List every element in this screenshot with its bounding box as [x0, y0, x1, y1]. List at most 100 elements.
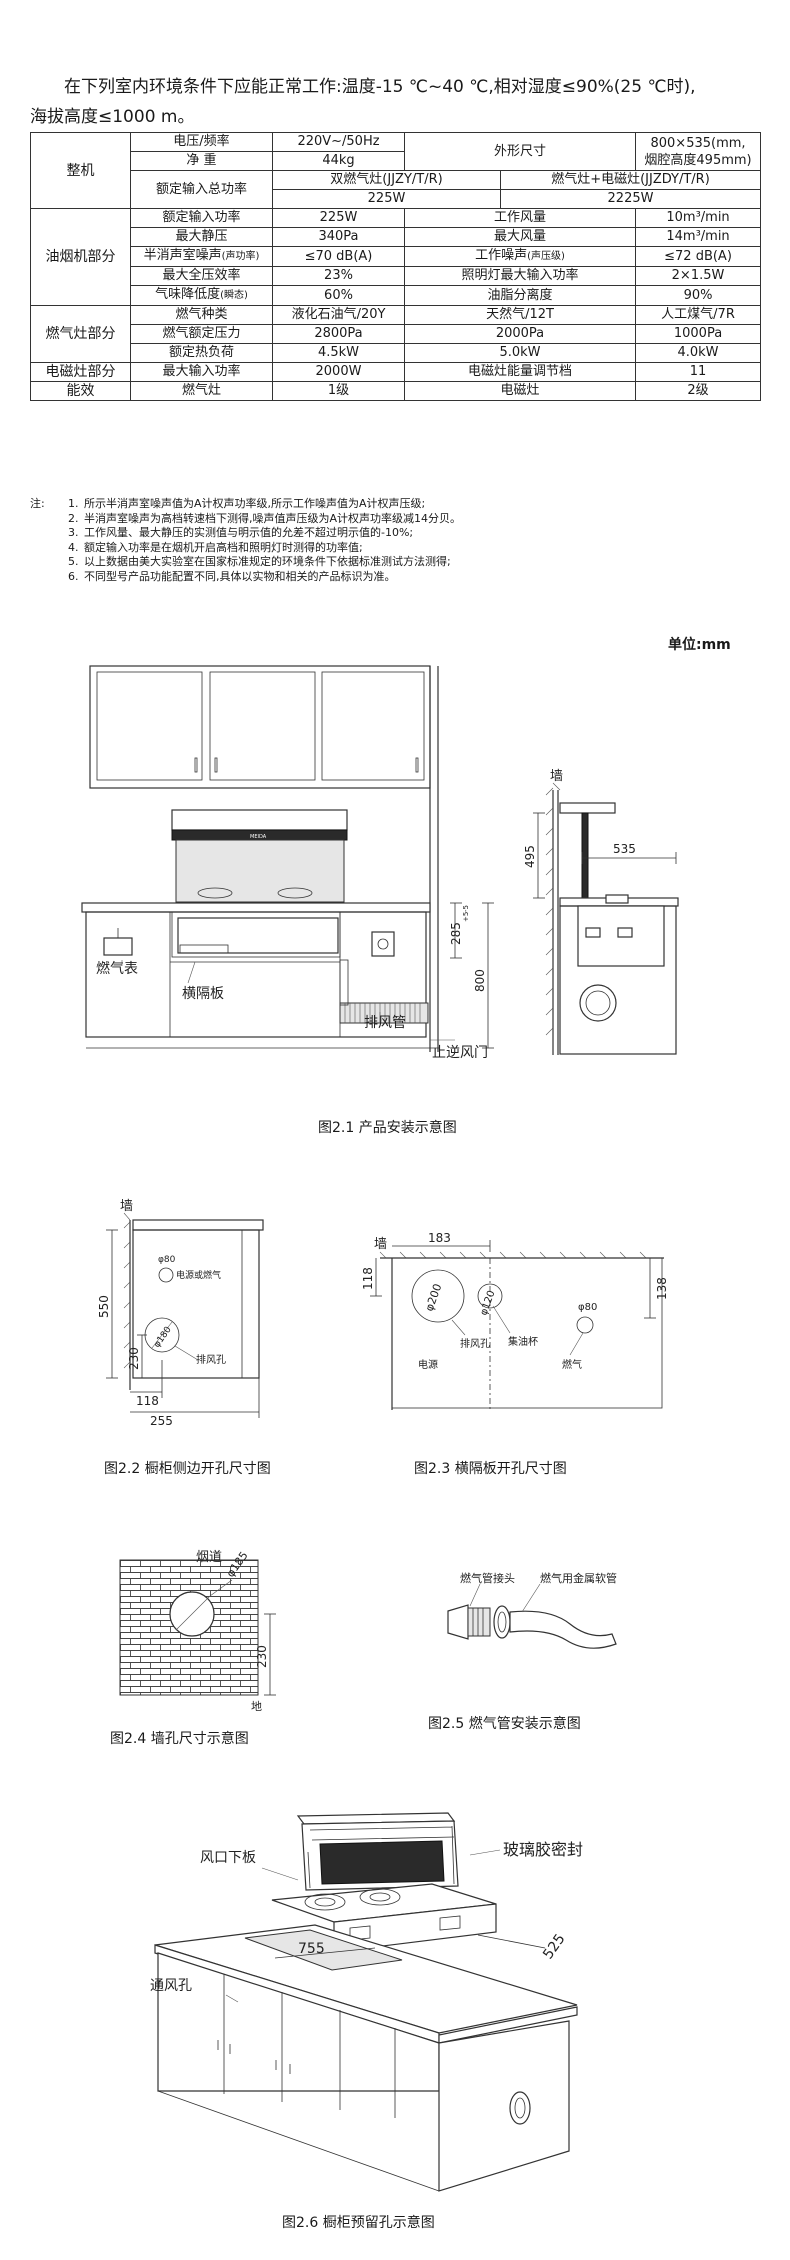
heat-coal: 4.0kW: [635, 343, 762, 363]
model-gas: 双燃气灶(JJZY/T/R): [272, 170, 501, 190]
note-num-4: 4.: [68, 540, 79, 554]
fig2-dim-550: 550: [97, 1295, 111, 1318]
dim-285-tol: +5: [462, 912, 470, 922]
work-noise-value: ≤72 dB(A): [635, 246, 762, 267]
fig5-connector: 燃气管接头: [460, 1571, 515, 1585]
work-noise-sub: (声压级): [527, 251, 565, 262]
fig2-exhaust: 排风孔: [196, 1353, 226, 1366]
intro-line-2: 海拔高度≤1000 m。: [30, 107, 195, 127]
ind-level-value: 11: [635, 362, 762, 382]
fig5-caption: 图2.5 燃气管安装示意图: [428, 1716, 581, 1732]
fig4-caption: 图2.4 墙孔尺寸示意图: [110, 1731, 249, 1747]
oil-value: 90%: [635, 285, 762, 306]
fig3-phi80: φ80: [578, 1302, 597, 1313]
category-whole: 整机: [30, 132, 131, 209]
note-num-2: 2.: [68, 511, 79, 525]
work-noise-label: 工作噪声(声压级): [403, 246, 637, 267]
hole-phi120: [477, 1283, 503, 1309]
exhaust-pipe: [339, 1002, 429, 1024]
category-gas: 燃气灶部分: [30, 305, 131, 363]
partition-plate: [391, 1257, 663, 1409]
energy-gas-label: 燃气灶: [130, 381, 273, 401]
eff-label: 最大全压效率: [130, 266, 273, 286]
note-3: 工作风量、最大静压的实测值与明示值的允差不超过明示值的-10%;: [84, 526, 414, 539]
dim-285-tol2: -5: [462, 905, 470, 912]
heat-label: 额定热负荷: [130, 343, 273, 363]
note-num-1: 1.: [68, 497, 79, 510]
fig3-dim-138: 138: [655, 1277, 669, 1300]
fig2-dim-255: 255: [150, 1414, 173, 1428]
model-induction: 燃气灶+电磁灶(JJZDY/T/R): [499, 170, 762, 190]
energy-ind-label: 电磁灶: [403, 381, 637, 401]
note-num-6: 6.: [68, 569, 79, 583]
fig4-dim-230: 230: [255, 1645, 269, 1668]
note-num-3: 3.: [68, 526, 79, 539]
fig6-vent-hole: 通风孔: [150, 1978, 192, 1994]
fig3-wall-label: 墙: [374, 1237, 387, 1252]
fig6-dim-525: 525: [540, 1931, 568, 1962]
side-vent: [579, 984, 617, 1022]
note-1: 所示半消声室噪声值为A计权声功率级,所示工作噪声值为A计权声压级;: [84, 497, 426, 510]
fig2-dim-118: 118: [136, 1394, 159, 1408]
fig6-caption: 图2.6 橱柜预留孔示意图: [282, 2215, 435, 2231]
semi-noise-sub: (声功率): [221, 251, 260, 262]
spec-table: 整机 电压/频率 220V~/50Hz 外形尺寸 800×535(mm, 烟腔高…: [30, 132, 762, 401]
fig6-glass-glue: 玻璃胶密封: [503, 1840, 583, 1859]
fig3-caption: 图2.3 横隔板开孔尺寸图: [414, 1461, 567, 1477]
note-5: 以上数据由美大实验室在国家标准规定的环境条件下依据标准测试方法测得;: [84, 555, 451, 568]
gas-type-ng: 天然气/12T: [403, 305, 637, 325]
fig2-dim-230: 230: [127, 1347, 141, 1370]
fig6-outlet-plate: 风口下板: [200, 1850, 256, 1866]
airflow-value: 10m³/min: [635, 208, 762, 228]
size-label: 外形尺寸: [403, 132, 637, 171]
fig2-power-gas: 电源或燃气: [176, 1269, 221, 1281]
energy-ind-value: 2级: [635, 381, 762, 401]
fig3-dim-183: 183: [428, 1231, 451, 1245]
hole-phi80: [158, 1267, 174, 1283]
category-energy: 能效: [30, 381, 131, 401]
fig4-ground: 地: [251, 1700, 262, 1713]
side-vent-hole: [509, 2091, 531, 2125]
notes-label: 注:: [30, 497, 45, 510]
unit-label: 单位:mm: [668, 637, 731, 653]
semi-noise-label: 半消声室噪声(声功率): [130, 246, 273, 267]
odor-text: 气味降低度: [155, 287, 221, 302]
note-num-5: 5.: [68, 555, 79, 568]
side-wall-label: 墙: [550, 769, 563, 784]
fig5-hose: 燃气用金属软管: [540, 1571, 617, 1585]
fig4-flue: 烟道: [196, 1550, 222, 1565]
fig1-caption: 图2.1 产品安装示意图: [318, 1120, 457, 1136]
size-value: 800×535(mm, 烟腔高度495mm): [635, 132, 762, 171]
pipe-connector: [447, 1604, 469, 1640]
hole-phi80: [576, 1316, 594, 1334]
note-6: 不同型号产品功能配置不同,具体以实物和相关的产品标识为准。: [84, 569, 396, 583]
dim-800: 800: [473, 969, 487, 992]
size-value-2: 烟腔高度495mm): [644, 152, 752, 168]
semi-noise-text: 半消声室噪声: [143, 248, 222, 263]
note-2: 半消声室噪声为高档转速档下测得,噪声值声压级为A计权声功率级减14分贝。: [84, 511, 462, 525]
total-power-label: 额定输入总功率: [130, 170, 273, 209]
brand-text: MEIDA: [250, 834, 267, 840]
energy-gas-value: 1级: [272, 381, 405, 401]
cabinet-side: [438, 2020, 570, 2192]
lamp-label: 照明灯最大输入功率: [403, 266, 637, 286]
partition-label: 横隔板: [182, 986, 224, 1002]
total-power-induction: 2225W: [499, 189, 762, 209]
category-hood: 油烟机部分: [30, 208, 131, 306]
gas-meter-label: 燃气表: [96, 960, 138, 977]
note-4: 额定输入功率是在烟机开启高档和照明灯时测得的功率值;: [84, 540, 363, 554]
intro-line-1: 在下列室内环境条件下应能正常工作:温度-15 ℃~40 ℃,相对湿度≤90%(2…: [64, 77, 696, 97]
fig2-wall-label: 墙: [120, 1199, 133, 1214]
fig3-gas: 燃气: [562, 1358, 582, 1371]
ind-power-value: 2000W: [272, 362, 405, 382]
total-power-gas: 225W: [272, 189, 501, 209]
dim-495: 495: [523, 845, 537, 868]
exhaust-pipe-label: 排风管: [364, 1015, 406, 1031]
semi-noise-value: ≤70 dB(A): [272, 246, 405, 267]
intro-text: 在下列室内环境条件下应能正常工作:温度-15 ℃~40 ℃,相对湿度≤90%(2…: [30, 72, 760, 132]
fig6-dim-755: 755: [298, 1941, 325, 1957]
